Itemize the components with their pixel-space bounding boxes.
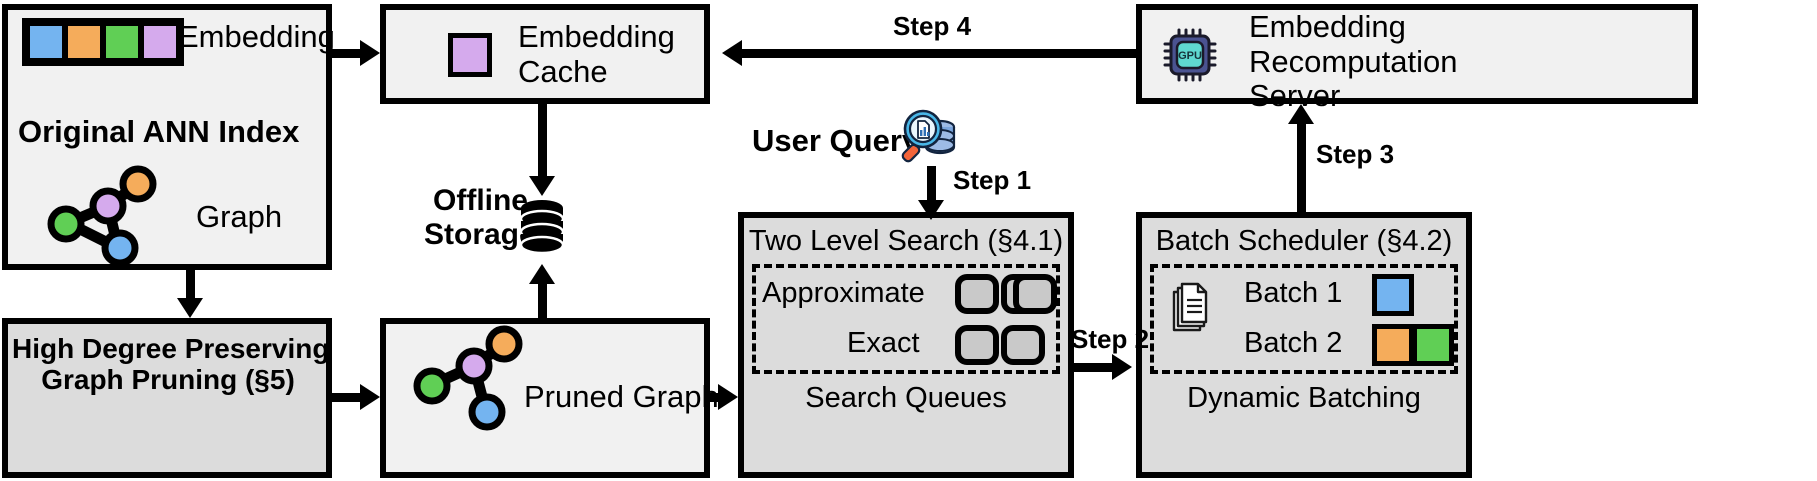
exact-row-label: Exact bbox=[847, 327, 920, 359]
connector-pruned-graph-to-storage bbox=[538, 282, 547, 322]
batch-2-swatch-orange bbox=[1372, 324, 1414, 366]
arrowhead-pruning-to-pruned-graph bbox=[360, 384, 380, 410]
connector-step3 bbox=[1297, 120, 1306, 212]
batch-2-label: Batch 2 bbox=[1244, 327, 1343, 359]
embedding-label: Embedding bbox=[178, 19, 335, 54]
connector-index-to-pruning bbox=[186, 270, 195, 302]
batch-2-swatch-green bbox=[1412, 324, 1454, 366]
arrowhead-step4 bbox=[722, 40, 742, 66]
original-ann-index-title: Original ANN Index bbox=[18, 114, 300, 149]
query-search-database-icon bbox=[901, 109, 956, 163]
arrowhead-cache-to-storage bbox=[529, 176, 555, 196]
arrowhead-step3 bbox=[1288, 104, 1314, 124]
gpu-chip-icon: GPU bbox=[1163, 28, 1217, 82]
connector-pruned-graph-to-search bbox=[710, 393, 724, 402]
approximate-queue-block-3[interactable] bbox=[1013, 274, 1057, 314]
connector-step2 bbox=[1074, 363, 1118, 372]
dynamic-batching-footer: Dynamic Batching bbox=[1187, 382, 1421, 414]
original-index-graph-icon bbox=[47, 165, 157, 267]
connector-step1 bbox=[927, 166, 936, 206]
pruned-graph-label: Pruned Graph bbox=[524, 379, 719, 414]
database-cylinder-icon bbox=[519, 200, 565, 255]
arrowhead-step1 bbox=[918, 200, 944, 220]
high-degree-pruning-label: High Degree Preserving Graph Pruning (§5… bbox=[12, 333, 330, 396]
embedding-cache-swatch bbox=[448, 33, 492, 77]
batch-1-label: Batch 1 bbox=[1244, 277, 1343, 309]
documents-icon bbox=[1172, 282, 1208, 332]
connector-step4 bbox=[740, 49, 1138, 58]
arrowhead-pruned-graph-to-storage bbox=[529, 264, 555, 284]
arrowhead-index-to-cache bbox=[360, 40, 380, 66]
step-2-label: Step 2 bbox=[1071, 324, 1150, 354]
batch-1-swatch-blue bbox=[1372, 274, 1414, 316]
exact-queue-block-2[interactable] bbox=[1001, 325, 1045, 365]
box-embedding-recomputation-server[interactable] bbox=[1136, 4, 1698, 104]
box-high-degree-pruning[interactable] bbox=[2, 318, 332, 478]
user-query-label: User Query bbox=[752, 123, 920, 158]
svg-text:GPU: GPU bbox=[1178, 50, 1202, 62]
arrowhead-pruned-graph-to-search bbox=[718, 384, 738, 410]
connector-index-to-cache bbox=[332, 49, 364, 58]
batch-scheduler-title: Batch Scheduler (§4.2) bbox=[1155, 225, 1453, 257]
offline-storage-label: Offline Storage bbox=[424, 184, 536, 251]
step-4-label: Step 4 bbox=[893, 11, 972, 41]
two-level-search-title: Two Level Search (§4.1) bbox=[748, 225, 1064, 257]
connector-pruning-to-pruned-graph bbox=[332, 393, 364, 402]
step-3-label: Step 3 bbox=[1316, 139, 1395, 169]
exact-queue-block-1[interactable] bbox=[955, 325, 999, 365]
embedding-recomputation-server-label: Embedding Recomputation Server bbox=[1249, 9, 1458, 114]
pruned-graph-icon bbox=[413, 325, 523, 431]
graph-label: Graph bbox=[196, 199, 283, 234]
search-queues-panel bbox=[752, 264, 1060, 374]
embedding-swatch-orange bbox=[65, 23, 103, 61]
dynamic-batching-panel bbox=[1150, 264, 1458, 374]
embedding-swatch-purple bbox=[141, 23, 179, 61]
step-1-label: Step 1 bbox=[953, 165, 1032, 195]
arrowhead-index-to-pruning bbox=[177, 298, 203, 318]
search-queues-footer: Search Queues bbox=[805, 382, 1007, 414]
approximate-queue-block-1[interactable] bbox=[955, 274, 999, 314]
embedding-swatch-green bbox=[103, 23, 141, 61]
connector-cache-to-storage bbox=[538, 104, 547, 180]
arrowhead-step2 bbox=[1112, 354, 1132, 380]
embedding-swatch-strip bbox=[22, 18, 184, 66]
embedding-swatch-blue bbox=[27, 23, 65, 61]
box-embedding-cache[interactable] bbox=[380, 4, 710, 104]
approximate-row-label: Approximate bbox=[762, 277, 925, 309]
embedding-cache-label: Embedding Cache bbox=[518, 19, 675, 89]
